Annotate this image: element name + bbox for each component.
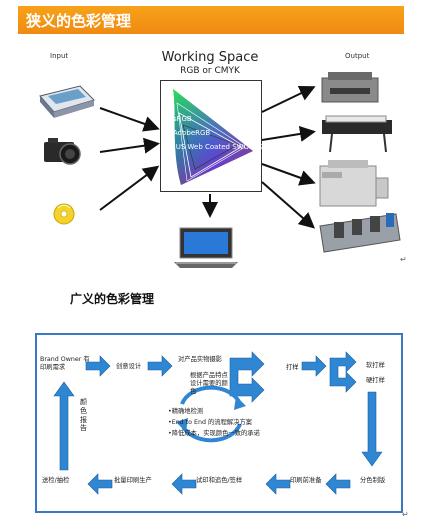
gamut-label-swop: (US Web Coated SWOP v2) <box>173 143 267 151</box>
working-space-title: Working Space <box>161 50 259 65</box>
gamut-svg <box>173 89 253 185</box>
monitor-icon <box>174 227 238 268</box>
output-label: Output <box>345 52 370 60</box>
arrow-down-to-separation <box>361 391 383 467</box>
node-delivery: 送检/抽检 <box>42 477 70 484</box>
input-label: Input <box>50 52 69 60</box>
cycle-arrows <box>180 385 242 443</box>
arrow-creative-to-photo <box>147 355 173 377</box>
printing-press-icon <box>319 213 401 253</box>
arrow-separation-to-prepress <box>325 473 351 495</box>
node-brand-owner: Brand Owner 有印刷需求 <box>40 356 90 372</box>
gamut-triangle-1 <box>178 112 242 178</box>
workflow-frame <box>35 333 403 513</box>
cycle-head-1 <box>234 396 246 410</box>
working-space-subtitle: RGB or CMYK <box>180 66 240 76</box>
node-color-report: 颜色报告 <box>80 398 87 433</box>
top-title: 狭义的色彩管理 <box>26 12 132 30</box>
arrow-proof-right <box>301 355 327 377</box>
arrow-prepress-to-presscheck <box>265 473 291 495</box>
printer-office-icon <box>319 160 389 207</box>
cursor-mark-2: ↵ <box>402 510 409 519</box>
arrow-bracket-photo-design <box>229 351 265 403</box>
cycle-head-2 <box>176 418 188 432</box>
title-banner: 狭义的色彩管理 <box>18 6 404 34</box>
node-proof: 打样 <box>286 364 299 371</box>
center-note-3: •降低成本，实现颜色一致的承诺 <box>168 430 260 437</box>
bottom-title: 广义的色彩管理 <box>70 292 155 306</box>
gamut-label-adobergb: AdobeRGB <box>173 129 211 137</box>
center-note-1: •精确地检测 <box>168 408 204 415</box>
center-note-2: •End to End 的流程解决方案 <box>168 419 253 426</box>
arrow-printer2 <box>261 125 316 142</box>
node-photo: 对产品实物摄影 <box>178 356 223 363</box>
camera-icon <box>44 138 81 165</box>
arrow-scanner <box>99 107 160 132</box>
node-creative: 创意设计 <box>116 363 142 370</box>
gamut-triangle-3 <box>182 124 238 170</box>
gamut-triangle-2 <box>176 102 246 182</box>
arrow-press <box>261 181 316 229</box>
arrow-presscheck-to-mass <box>171 473 197 495</box>
disc-icon <box>53 203 75 225</box>
node-design-color: 根据产品特点设计需要的颜色 <box>190 372 228 396</box>
node-prepress: 印刷前准备 <box>290 477 322 484</box>
arrow-printer3 <box>261 163 316 186</box>
scanner-icon <box>39 85 95 118</box>
node-mass-print: 批量印刷生产 <box>114 477 152 484</box>
node-hard-proof: 硬打样 <box>366 377 385 384</box>
arrow-up-report <box>53 381 75 471</box>
arrow-printer1 <box>261 85 316 113</box>
node-press-check: 试印和追色/签样 <box>196 477 243 484</box>
arrow-disc <box>99 165 160 211</box>
printer-wide-icon <box>322 115 392 153</box>
arrow-camera <box>99 137 160 154</box>
arrow-mass-to-delivery <box>87 473 113 495</box>
top-flow-svg <box>39 72 401 268</box>
gamut-label-srgb: sRGB <box>173 115 192 123</box>
node-soft-proof: 软打样 <box>366 362 385 369</box>
cursor-mark-1: ↵ <box>400 255 407 264</box>
printer-small-icon <box>321 72 379 103</box>
arrow-brand-to-creative <box>85 355 111 377</box>
gamut-diagram: sRGB AdobeRGB (US Web Coated SWOP v2) <box>160 80 267 192</box>
node-separation: 分色制版 <box>360 477 386 484</box>
arrow-bracket-proofs <box>329 351 357 393</box>
